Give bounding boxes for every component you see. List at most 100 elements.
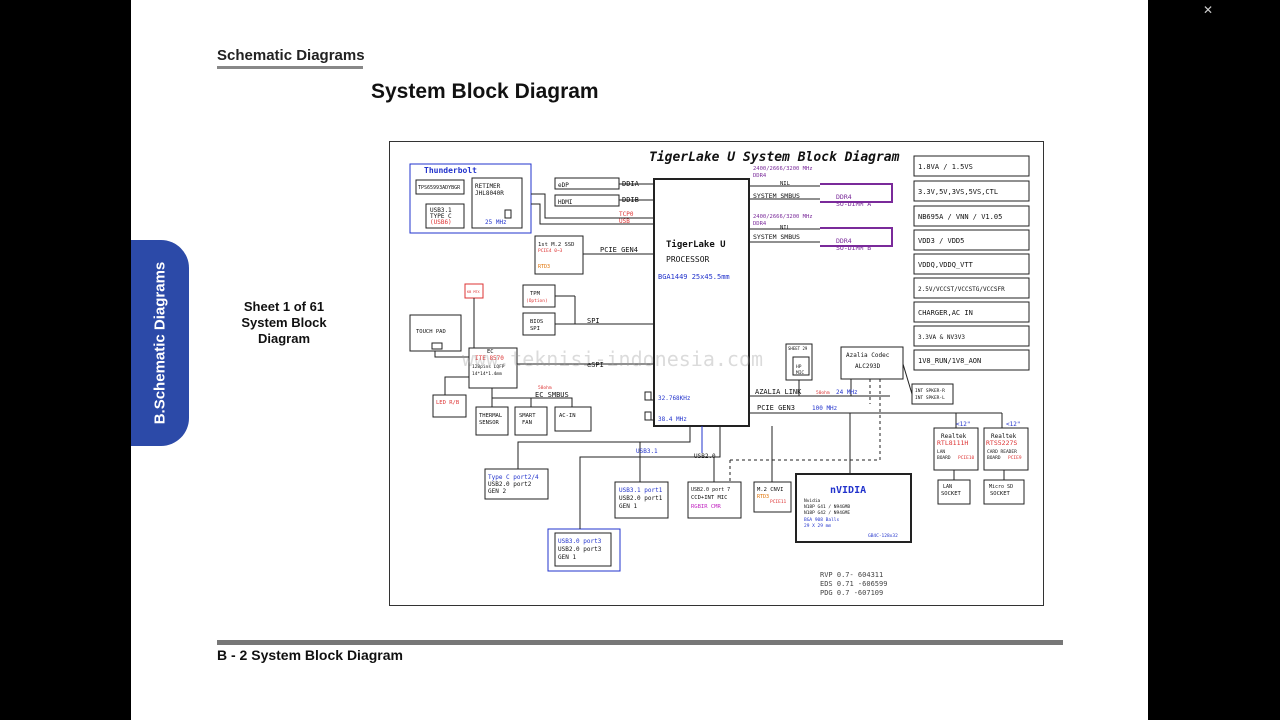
ddia-label: DDIA [622, 180, 640, 188]
usb-typec-port [425, 203, 465, 229]
thunderbolt-block [409, 163, 532, 234]
power-rail-list [913, 155, 1030, 371]
nvidia-label-3: N18P G42 / N94GME [804, 510, 850, 516]
sodimm-a-label-1: DDR4 [836, 193, 852, 201]
usb-port1-label-3: GEN 1 [619, 503, 637, 510]
revision-3: PDG 0.7 -607109 [820, 589, 883, 597]
mem-a-freq: 2400/2666/3200 MHz [753, 166, 813, 172]
sheet29-label: SHEET 29 [788, 346, 808, 351]
document-page: Schematic Diagrams System Block Diagram … [131, 0, 1148, 720]
ssd-label-1: 1st M.2 SSD [538, 242, 574, 248]
block-diagram: TigerLake U System Block Diagram Thunder… [389, 141, 1044, 606]
usb-port1-label-2: USB2.0 port1 [619, 495, 663, 502]
revision-2: EDS 0.71 -606599 [820, 580, 887, 588]
typec-label-2: TYPE C [430, 213, 452, 220]
usb-port3-label-3: GEN 1 [558, 554, 576, 561]
sheet-caption-1: System Block [241, 315, 327, 330]
usb-signal-label: USB [619, 218, 630, 225]
bios-label-2: SPI [530, 326, 540, 332]
cpu-name: TigerLake U [666, 239, 726, 250]
ec-label-4: 14*14*1.4mm [472, 371, 502, 377]
power-rail-3: NB695A / VNN / V1.05 [918, 213, 1002, 221]
usb-port3-label-1: USB3.0 port3 [558, 538, 602, 545]
typec-label-3: (USB6) [430, 219, 452, 226]
tps-chip [415, 179, 465, 195]
diagram-title: TigerLake U System Block Diagram [649, 150, 900, 165]
usb-port1-label-1: USB3.1 port1 [619, 487, 663, 494]
nvidia-label-1: Nvidia [804, 498, 821, 504]
side-tab[interactable]: B.Schematic Diagrams [131, 240, 189, 446]
card-label-3: CARD READER [987, 449, 1017, 455]
ssd-label-2: PCIE4 0~3 [538, 248, 563, 254]
camera-label-1: USB2.0 port 7 [691, 487, 730, 493]
usb-port3-block [554, 532, 612, 567]
pcie-gen3-freq: 100 MHz [812, 405, 838, 412]
pcie-gen3-label: PCIE GEN3 [757, 404, 795, 412]
hp-mic-jack [792, 356, 810, 376]
sd-socket-label-2: SOCKET [990, 491, 1011, 497]
typec24-label-3: GEN 2 [488, 488, 506, 495]
camera-label-3: RGBIR CMR [691, 504, 721, 510]
power-rail-8: 3.3VA & NV3V3 [918, 334, 965, 341]
mem-b-freq: 2400/2666/3200 MHz [753, 214, 813, 220]
side-tab-label: B.Schematic Diagrams [151, 261, 169, 425]
speaker-block [911, 383, 954, 405]
cnvi-label-2: RTD3 [757, 494, 769, 500]
section-header: Schematic Diagrams [217, 47, 365, 64]
touchpad-label: TOUCH PAD [416, 329, 446, 335]
footer-rule [217, 640, 1063, 645]
card-label-1: Realtek [991, 433, 1017, 440]
codec-block [840, 346, 904, 380]
cardreader-block [983, 427, 1029, 471]
acin-label: AC-IN [559, 413, 576, 419]
lan-socket-label-1: LAN [943, 484, 952, 490]
mic-label: MIC [796, 370, 804, 376]
sd-socket-label-1: Micro SD [989, 484, 1013, 490]
lan-tag: <12" [956, 421, 970, 428]
lan-label-3: LAN [937, 449, 945, 455]
clock-38m-label: 38.4 MHz [658, 416, 687, 423]
signal-lines [434, 183, 1005, 529]
thermal-label-1: THERMAL [479, 413, 503, 419]
codec-label-1: Azalia Codec [846, 352, 890, 359]
power-rail-9: 1V8_RUN/1V8_AON [918, 357, 981, 365]
retimer-chip [471, 177, 523, 229]
card-label-2: RTS5227S [986, 439, 1017, 447]
cnvi-label-1: M.2 CNVI [757, 487, 784, 493]
ec-block [468, 347, 518, 389]
azalia-label: AZALIA LINK [755, 388, 802, 396]
lan-label-2: RTL8111H [937, 439, 968, 447]
mem-b-type: DDR4 [753, 221, 767, 227]
lan-label-4: BOARD [937, 455, 951, 461]
nvidia-label-4: BGA 908 Balls [804, 517, 840, 523]
power-rail-7: CHARGER,AC IN [918, 309, 973, 317]
tps-label: TPS65993ADYBGR [418, 185, 461, 191]
mem-a-smbus: SYSTEM SMBUS [753, 192, 800, 200]
dashed-lines [729, 379, 881, 482]
edp-label: eDP [558, 182, 569, 189]
fan-label-2: FAN [522, 420, 532, 426]
retimer-label-2: JHL8040R [475, 190, 504, 197]
page-title: System Block Diagram [371, 80, 599, 103]
led-label: LED R/B [436, 400, 460, 406]
ec-label-1: EC [487, 349, 494, 355]
usb20-bus-label: USB2.0 [694, 453, 716, 460]
azalia-note: 50ohm [816, 390, 830, 396]
power-rail-6: 2.5V/VCCST/VCCSTG/VCCSFR [918, 286, 1005, 293]
thunderbolt-label: Thunderbolt [424, 166, 477, 175]
lan-socket-label-2: SOCKET [941, 491, 962, 497]
nvidia-label-2: N18P G41 / N94GMB [804, 504, 850, 510]
header-rule [217, 66, 363, 69]
typec24-label-2: USB2.0 port2 [488, 481, 532, 488]
usb-port3-label-2: USB2.0 port3 [558, 546, 602, 553]
sodimm-a-bracket [820, 183, 893, 203]
cnvi-label-3: PCIE11 [770, 499, 787, 505]
ssd-label-3: RTD3 [538, 264, 550, 270]
ssd-block [534, 235, 584, 275]
nvidia-label-5: 29 X 29 mm [804, 523, 831, 529]
footer-label: B - 2 System Block Diagram [217, 647, 403, 663]
lan-label-5: PCIE10 [958, 455, 975, 461]
sodimm-b-bracket [820, 227, 893, 247]
ec-smbus-label: EC SMBUS [535, 391, 569, 399]
close-icon[interactable]: ✕ [1203, 3, 1214, 17]
